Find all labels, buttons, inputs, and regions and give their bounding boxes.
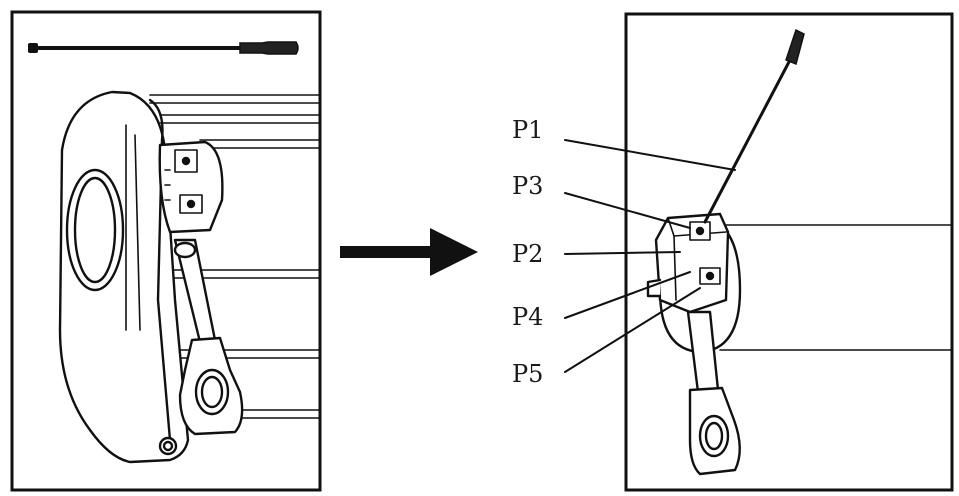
left-panel [10,10,322,492]
leader-p1 [564,139,736,171]
leader-p4 [564,271,691,319]
left-arm [173,238,244,436]
right-tool-rod [703,28,805,224]
right-arm [686,310,741,476]
leader-p2 [564,251,681,255]
callout-p4: P4 [512,303,543,331]
callout-labels: P1 P3 P2 P4 P5 [512,116,543,388]
direction-arrow [340,228,478,276]
right-frame-rails [719,224,953,351]
left-bracket [158,140,224,234]
left-panel-frame [10,10,322,492]
left-side-cover [58,90,190,464]
right-bracket [646,212,730,314]
callout-p1: P1 [512,116,543,144]
callout-p3: P3 [512,172,543,200]
leader-p3 [564,192,691,229]
leader-p5 [564,287,701,373]
callout-leaders [564,139,736,373]
callout-p5: P5 [512,360,543,388]
tool-rod-icon [28,41,299,55]
callout-p2: P2 [512,240,543,268]
